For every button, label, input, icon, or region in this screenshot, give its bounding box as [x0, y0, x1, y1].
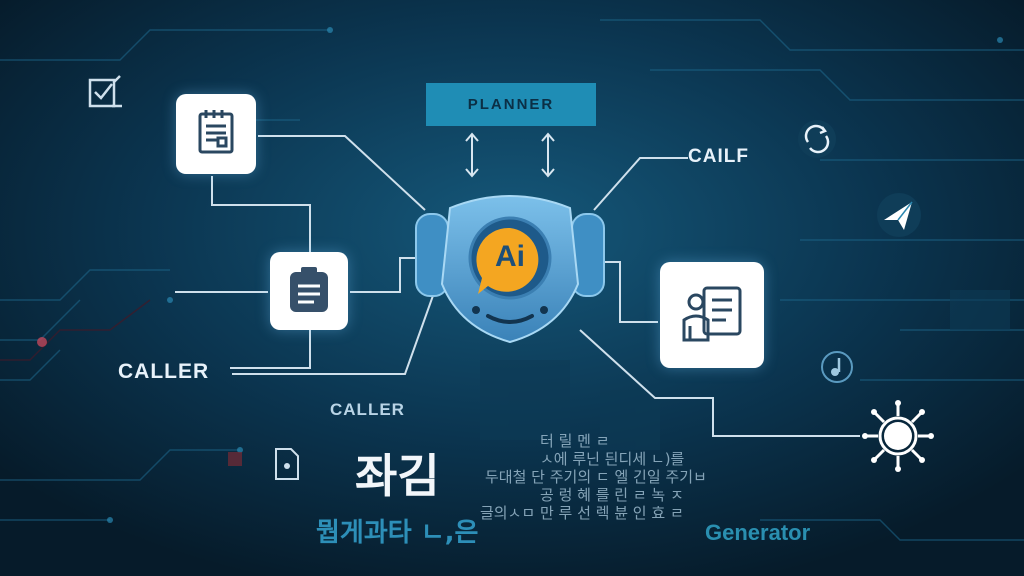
planner-label: PLANNER	[467, 96, 555, 113]
checklist-icon[interactable]	[86, 74, 126, 112]
noise-line: 글의ㅅㅁ 만 루 선 렉 뷴 인 효 ㄹ	[480, 504, 684, 522]
refresh-icon[interactable]	[796, 118, 838, 160]
paper-plane-icon[interactable]	[874, 192, 924, 238]
text-noise-block: 터 릴 멘 ㄹ ㅅ에 루닌 듼디세 ㄴ)를 두대철 단 주기의 ㄷ 엘 긴일 주…	[480, 432, 707, 522]
clipboard-card[interactable]	[270, 252, 348, 330]
music-note-icon[interactable]	[820, 350, 854, 384]
ai-label: Ai	[495, 240, 525, 273]
document-card[interactable]	[176, 94, 256, 174]
planner-box: PLANNER	[426, 83, 596, 126]
noise-line: ㅅ에 루닌 듼디세 ㄴ)를	[540, 450, 685, 468]
noise-line: 공 렁 혜 를 린 ㄹ 녹 ㅈ	[540, 486, 684, 504]
file-icon[interactable]	[272, 446, 302, 482]
generator-label: Generator	[705, 520, 811, 545]
korean-subtitle: 뭡게과타 ㄴ,은	[316, 518, 479, 548]
caller-label-bottom: CALLER	[330, 400, 405, 419]
noise-line: 두대철 단 주기의 ㄷ 엘 긴일 주기ㅂ	[485, 468, 707, 486]
noise-line: 터 릴 멘 ㄹ	[540, 432, 610, 450]
people-doc-card[interactable]	[660, 262, 764, 368]
clipboard-icon	[290, 267, 328, 312]
gear-icon[interactable]	[858, 396, 938, 476]
calif-label: CAILF	[688, 146, 749, 167]
people-doc-icon	[682, 286, 742, 342]
document-icon	[198, 110, 234, 154]
ai-badge	[476, 227, 539, 294]
caller-label-left: CALLER	[118, 360, 210, 383]
korean-title: 좌김	[355, 449, 440, 503]
